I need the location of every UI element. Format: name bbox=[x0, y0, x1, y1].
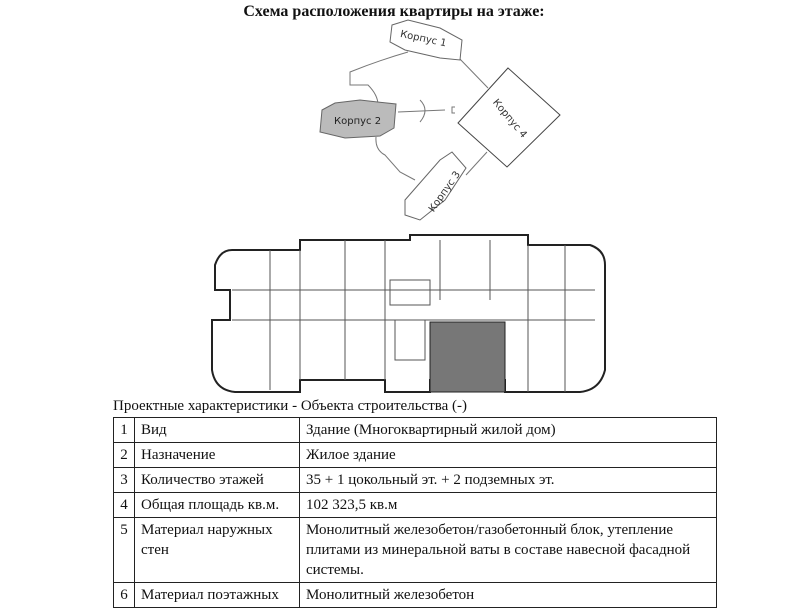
row-number: 2 bbox=[113, 442, 135, 468]
table-caption: Проектные характеристики - Объекта строи… bbox=[113, 398, 468, 414]
row-number: 5 bbox=[113, 517, 135, 583]
korpus-4-shape bbox=[457, 67, 561, 168]
row-number: 3 bbox=[113, 467, 135, 493]
row-label: Материал наружных стен bbox=[134, 517, 300, 583]
row-value: Монолитный железобетон bbox=[299, 582, 717, 608]
row-label: Назначение bbox=[134, 442, 300, 468]
row-label: Материал поэтажных bbox=[134, 582, 300, 608]
row-label: Вид bbox=[134, 417, 300, 443]
row-value: Жилое здание bbox=[299, 442, 717, 468]
row-value: Монолитный железобетон/газобетонный блок… bbox=[299, 517, 717, 583]
korpus-2-label: Корпус 2 bbox=[334, 116, 381, 127]
row-value: 102 323,5 кв.м bbox=[299, 492, 717, 518]
row-label: Общая площадь кв.м. bbox=[134, 492, 300, 518]
floor-plan bbox=[211, 234, 606, 393]
korpus-3-shape bbox=[404, 151, 467, 221]
highlighted-apartment bbox=[429, 321, 506, 393]
row-value: Здание (Многоквартирный жилой дом) bbox=[299, 417, 717, 443]
site-plan: Корпус 1 Корпус 2 Корпус 3 Корпус 4 bbox=[319, 19, 561, 221]
row-number: 1 bbox=[113, 417, 135, 443]
row-label: Количество этажей bbox=[134, 467, 300, 493]
korpus-1-shape bbox=[389, 19, 463, 61]
row-value: 35 + 1 цокольный эт. + 2 подземных эт. bbox=[299, 467, 717, 493]
row-number: 4 bbox=[113, 492, 135, 518]
korpus-2-shape bbox=[319, 99, 397, 139]
row-number: 6 bbox=[113, 582, 135, 608]
section-title: Схема расположения квартиры на этаже: bbox=[243, 3, 545, 20]
